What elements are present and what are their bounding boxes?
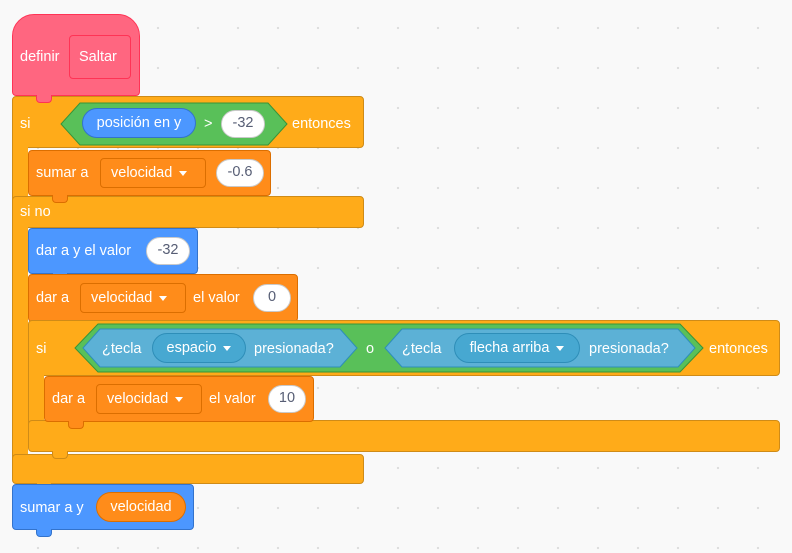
set-variable-inner-notch — [68, 421, 84, 429]
change-amount-input[interactable]: -0.6 — [216, 159, 264, 187]
inner-if-arm — [28, 372, 44, 424]
change-y-notch — [36, 529, 52, 537]
custom-block-prototype[interactable] — [69, 35, 131, 79]
if-keyword: si — [20, 116, 31, 132]
greater-than-symbol: > — [204, 116, 213, 132]
chevron-down-icon — [175, 396, 184, 402]
variable-dropdown[interactable]: velocidad — [100, 158, 206, 188]
compare-value-input[interactable]: -32 — [221, 110, 265, 138]
key-suffix-2: presionada? — [589, 341, 669, 357]
set-variable-label-b: el valor — [193, 290, 240, 306]
variable-dropdown[interactable]: velocidad — [80, 283, 186, 313]
y-position-reporter[interactable]: posición en y — [82, 108, 196, 138]
variable-dropdown[interactable]: velocidad — [96, 384, 202, 414]
if-else-arm-1 — [12, 144, 28, 200]
set-variable-inner-label-b: el valor — [209, 391, 256, 407]
chevron-down-icon — [179, 170, 188, 176]
key-prefix-2: ¿tecla — [402, 341, 442, 357]
or-keyword: o — [366, 341, 375, 357]
then-keyword: entonces — [292, 116, 351, 132]
key-dropdown-1[interactable]: espacio — [152, 333, 246, 363]
set-y-value-input[interactable]: -32 — [146, 237, 190, 265]
key-suffix-1: presionada? — [254, 341, 334, 357]
define-hat-notch — [36, 95, 52, 103]
set-y-label: dar a y el valor — [36, 243, 132, 259]
change-variable-label: sumar a — [36, 165, 89, 181]
custom-block-name: Saltar — [79, 49, 117, 65]
key-prefix-1: ¿tecla — [102, 341, 142, 357]
change-variable-notch — [52, 195, 68, 203]
inner-if-notch — [52, 451, 68, 459]
define-keyword: definir — [20, 49, 60, 65]
set-variable-inner-label-a: dar a — [52, 391, 86, 407]
chevron-down-icon — [556, 345, 565, 351]
change-y-label: sumar a y — [20, 500, 84, 516]
set-variable-value-input[interactable]: 0 — [253, 284, 291, 312]
set-variable-label-a: dar a — [36, 290, 70, 306]
velocidad-reporter[interactable]: velocidad — [96, 492, 186, 522]
chevron-down-icon — [159, 295, 168, 301]
set-variable-inner-value-input[interactable]: 10 — [268, 385, 306, 413]
else-keyword: si no — [20, 204, 51, 220]
chevron-down-icon — [223, 345, 232, 351]
inner-then-keyword: entonces — [709, 341, 768, 357]
if-else-middle-bar[interactable] — [12, 196, 364, 228]
inner-if-keyword: si — [36, 341, 47, 357]
if-else-bottom-bar[interactable] — [12, 454, 364, 484]
inner-if-bottom-bar[interactable] — [28, 420, 780, 452]
key-dropdown-2[interactable]: flecha arriba — [454, 333, 580, 363]
if-else-arm-2 — [12, 224, 28, 460]
